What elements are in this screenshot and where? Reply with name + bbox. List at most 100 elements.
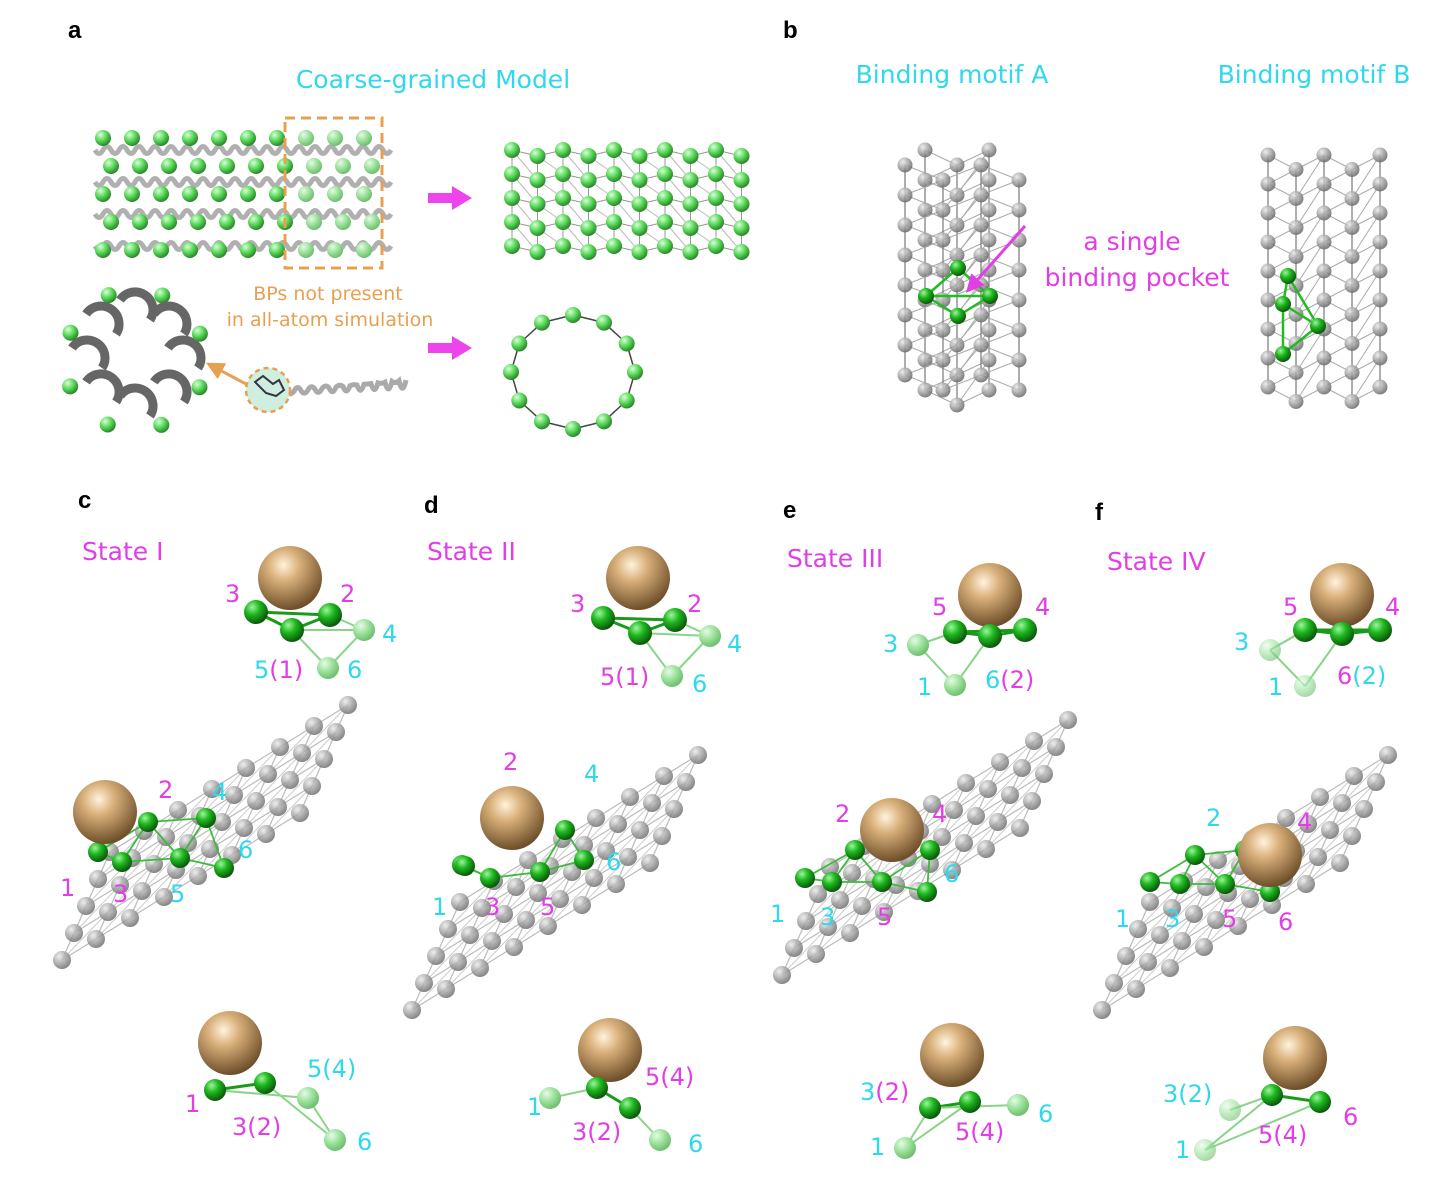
bond [839, 851, 887, 901]
bond [953, 761, 1001, 811]
cg-bead [606, 238, 622, 254]
bond [1135, 940, 1183, 990]
lattice-bead [293, 744, 311, 762]
lattice-bead [1139, 953, 1157, 971]
bond [942, 314, 982, 361]
bond [163, 848, 211, 898]
lattice-bead [935, 322, 951, 338]
lattice-bead [1316, 176, 1332, 192]
ion-sphere [480, 786, 544, 850]
lattice-bead [585, 869, 603, 887]
lattice-bead [1151, 926, 1169, 944]
bond [941, 788, 989, 838]
lattice-bead [949, 367, 965, 383]
bp-bead [124, 242, 140, 258]
bond [1125, 907, 1173, 957]
cg-bead [631, 172, 648, 188]
bond [1351, 212, 1381, 257]
lattice-bead [1299, 815, 1317, 833]
bead-index-part: 5 [932, 593, 947, 621]
lattice-bead [1311, 788, 1329, 806]
lattice-bead [473, 899, 491, 917]
bead-index-part: 4 [1385, 593, 1400, 621]
bp-bead [182, 186, 198, 202]
bond [1203, 898, 1251, 948]
bead-index-label: 5(4) [307, 1055, 356, 1083]
bead [663, 608, 687, 632]
bead-index-part: 2 [1206, 804, 1221, 832]
bead-index-label: 6 [606, 848, 621, 876]
bead [1259, 639, 1281, 661]
bead [619, 1097, 641, 1119]
bond [1351, 183, 1381, 228]
bead-index-part: 3 [820, 903, 835, 931]
bp-bead [99, 416, 116, 433]
lattice-bead [1093, 1001, 1111, 1019]
cg-bead [565, 421, 581, 437]
pocket-bead [1185, 845, 1205, 865]
lattice-bead [563, 863, 581, 881]
lattice-bead [897, 217, 913, 233]
lattice-bead [949, 187, 965, 203]
bp-bead [191, 379, 208, 396]
bead-index-part: 4 [382, 620, 397, 648]
bond [491, 892, 539, 942]
cg-bead [580, 244, 597, 260]
ligand-molecule [253, 374, 286, 398]
bead-index-part: 3 [1165, 905, 1180, 933]
ion-sphere [1310, 563, 1374, 627]
bp-bead [95, 186, 111, 202]
helix-cross-section [82, 301, 124, 337]
bp-bead [306, 214, 322, 230]
helix-cross-section [68, 335, 110, 371]
lattice-bead [973, 247, 989, 263]
helix [92, 176, 394, 188]
bp-bead [95, 130, 111, 146]
ion-sphere [198, 1011, 262, 1075]
lattice-bead [403, 1001, 421, 1019]
bead-index-label: 6 [1038, 1100, 1053, 1128]
bond [265, 785, 313, 835]
pocket-bead [822, 872, 842, 892]
bead-index-part: (1) [269, 656, 303, 684]
bead-index-part: 6 [238, 836, 253, 864]
bead [591, 606, 615, 630]
lattice-bead [1372, 379, 1388, 395]
bp-bead [327, 130, 343, 146]
pocket-bead [196, 808, 216, 828]
bead-index-part: 5(4) [955, 1118, 1004, 1146]
bond [1101, 961, 1149, 1011]
cg-bead [682, 244, 699, 260]
lattice-bead [897, 337, 913, 353]
bp-note-line2: in all-atom simulation [227, 309, 434, 331]
bead-index-part: 4 [727, 630, 742, 658]
bond [1351, 328, 1381, 373]
lattice-bead [897, 187, 913, 203]
bead-index-part: 1 [60, 874, 75, 902]
lattice-bead [1127, 980, 1145, 998]
lattice-bead [1288, 220, 1304, 235]
lattice-bead [225, 786, 243, 804]
bond [581, 856, 629, 906]
cg-bead [733, 148, 750, 164]
cg-bead [596, 314, 612, 331]
bond [289, 731, 337, 781]
bp-bead [269, 130, 285, 146]
bead [628, 621, 652, 645]
bead-index-part: 4 [212, 778, 227, 806]
bond [267, 725, 315, 775]
bp-bead [100, 287, 117, 304]
bead-index-part: 2 [687, 590, 702, 618]
bead-index-label: 4 [1297, 808, 1312, 836]
cg-bead [580, 220, 597, 236]
lattice-bead [1344, 336, 1360, 351]
lattice-bead [437, 980, 455, 998]
bp-bead [335, 158, 351, 174]
panel-letter-e: e [783, 497, 796, 524]
bond [1295, 802, 1343, 852]
bead-index-label: 4 [1385, 593, 1400, 621]
bead-index-label: 3 [1234, 628, 1249, 656]
lattice-bead [819, 918, 837, 936]
lattice-bead [235, 819, 253, 837]
